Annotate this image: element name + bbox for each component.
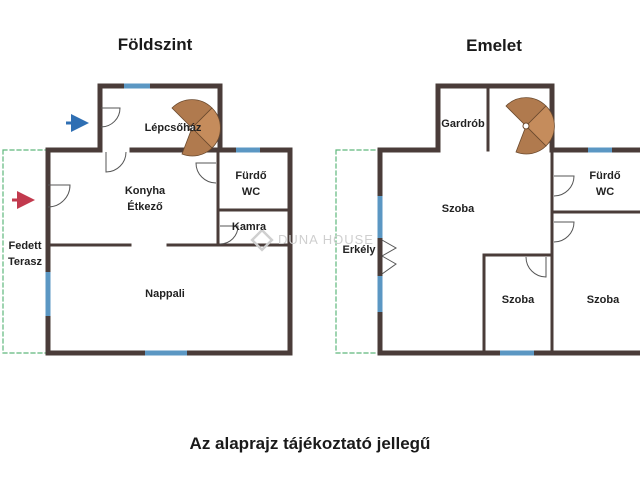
room-label-kitchen-line1: Konyha	[124, 185, 166, 197]
door-swing	[105, 151, 127, 173]
room-label-terrace: Fedett Terasz	[8, 238, 42, 270]
upper-wall-top-left	[377, 83, 441, 153]
door-swing	[195, 162, 217, 184]
room-label-room-main: Szoba	[441, 203, 475, 215]
upper-windows	[377, 147, 612, 356]
spiral-staircase	[171, 99, 221, 157]
terrace-outline	[2, 149, 48, 354]
room-label-bathroom-line2: WC	[241, 186, 261, 198]
room-label-living: Nappali	[145, 288, 185, 300]
room-label-upper-bathroom: Fürdő WC	[589, 168, 620, 200]
room-label-terrace-line2: Terasz	[7, 256, 43, 268]
door-swing	[47, 184, 71, 208]
upper-floor-title: Emelet	[466, 36, 522, 55]
room-label-pantry: Kamra	[231, 221, 267, 233]
ground-windows	[45, 83, 260, 356]
disclaimer-caption: Az alaprajz tájékoztató jellegű	[189, 434, 431, 453]
door-swing	[553, 221, 575, 243]
balcony-door-swing	[381, 239, 398, 257]
room-label-upper-bathroom-line2: WC	[595, 186, 615, 198]
balcony-door-swing	[381, 255, 397, 275]
spiral-staircase-upper	[505, 97, 555, 155]
door-swing	[100, 107, 121, 128]
door-swing	[525, 256, 547, 278]
room-label-room-small: Szoba	[501, 294, 535, 306]
room-label-upper-bathroom-line1: Fürdő	[589, 170, 621, 182]
room-label-kitchen-line2: Étkező	[127, 201, 163, 213]
door-swing	[219, 225, 239, 245]
room-label-terrace-line1: Fedett	[8, 240, 42, 252]
watermark-text: DUNA HOUSE	[278, 232, 374, 247]
ground-floor-title: Földszint	[117, 35, 193, 54]
ground-doors	[47, 107, 239, 245]
room-label-bathroom-line1: Fürdő	[235, 170, 267, 182]
room-label-kitchen: Konyha Étkező	[125, 183, 165, 215]
room-label-balcony: Erkély	[342, 244, 376, 256]
upper-doors	[381, 175, 575, 278]
stairwell-walls	[97, 83, 223, 153]
door-swing	[553, 175, 575, 197]
room-label-bathroom: Fürdő WC	[235, 168, 266, 200]
room-label-wardrobe: Gardrób	[441, 118, 485, 130]
duna-house-logo-icon	[250, 228, 274, 252]
balcony-outline	[335, 149, 381, 354]
room-label-stairwell: Lépcsőház	[144, 122, 202, 134]
room-label-room-right: Szoba	[586, 294, 620, 306]
